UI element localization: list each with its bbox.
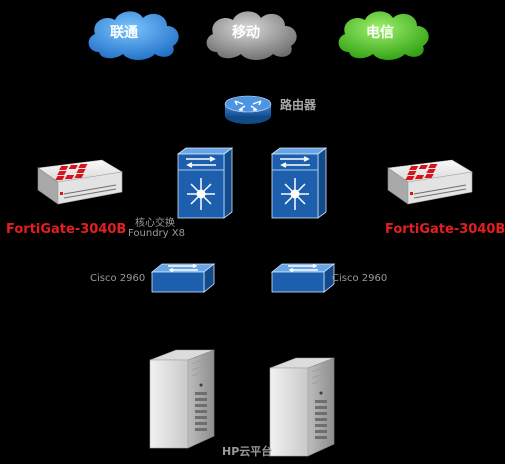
access-switch-label: Cisco 2960 (90, 273, 146, 284)
switch-icon (271, 263, 335, 293)
router-icon (224, 95, 272, 124)
server-tower-icon (149, 349, 215, 449)
firewall-label: FortiGate-3040B (6, 222, 127, 237)
fortigate-firewall-icon (387, 159, 473, 205)
router-label: 路由器 (280, 98, 317, 112)
server-tower-icon (269, 357, 335, 457)
server-group-label: HP云平台 (222, 445, 273, 458)
switch-icon (151, 263, 215, 293)
layer3-switch-icon (271, 147, 327, 219)
cloud-label: 联通 (110, 25, 138, 41)
core-switch-model-label: Foundry X8 (128, 228, 185, 239)
fortigate-firewall-icon (37, 159, 123, 205)
cloud-label: 电信 (366, 25, 394, 41)
cloud-label: 移动 (232, 25, 260, 41)
access-switch-label: Cisco 2960 (332, 273, 388, 284)
core-switch-label: 核心交换 (135, 218, 175, 229)
layer3-switch-icon (177, 147, 233, 219)
firewall-label: FortiGate-3040B (385, 222, 505, 237)
